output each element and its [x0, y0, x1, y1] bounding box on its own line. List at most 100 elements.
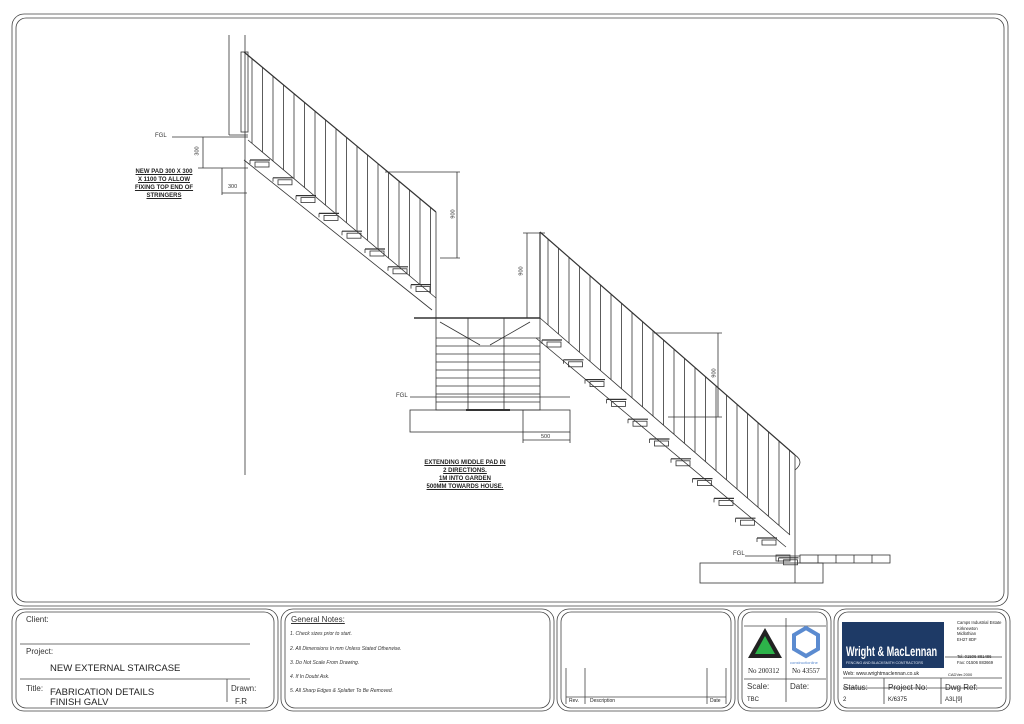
company-tagline: FENCING AND BLACKSMITH CONTRACTORS — [846, 661, 924, 665]
top-post — [240, 51, 249, 133]
dim-lower-handrail: 900 — [711, 368, 718, 378]
fgl-label-top: FGL — [155, 133, 167, 139]
upper-stringer-top — [247, 139, 437, 299]
company-logo-panel: Wright & MacLennan FENCING AND BLACKSMIT… — [842, 622, 944, 668]
lower-tread-bracket — [718, 499, 734, 506]
lower-tread-bracket — [654, 440, 669, 447]
dim-pad-width: 300 — [228, 184, 238, 190]
lower-stringer-top — [539, 317, 791, 536]
middle-pad — [409, 409, 571, 433]
fax: Fax: 01506 883669 — [957, 659, 994, 665]
landing-frame — [435, 317, 541, 411]
note-line: X 1100 TO ALLOW — [137, 177, 190, 183]
upper-tread-bracket — [300, 197, 316, 204]
accreditation-no-left: No 200312 — [748, 667, 780, 675]
general-note: 3. Do Not Scale From Drawing. — [290, 660, 360, 666]
lower-tread-bracket — [568, 361, 583, 368]
dim-landing-handrail: 900 — [518, 266, 525, 276]
project-name: NEW EXTERNAL STAIRCASE — [50, 663, 181, 674]
landing-brace — [439, 321, 481, 346]
middle-pad-note: EXTENDING MIDDLE PAD IN 2 DIRECTIONS. 1M… — [420, 459, 510, 491]
general-note: 4. If In Doubt Ask. — [290, 674, 330, 680]
sheet-frames — [11, 13, 1011, 712]
upper-stringer-bottom — [243, 159, 433, 311]
lower-tread-bracket — [632, 420, 648, 427]
drawn-by: F.R — [235, 697, 247, 706]
project-no-label: Project No: — [888, 683, 928, 692]
title-line: FINISH GALV — [50, 697, 109, 708]
handrail-end — [794, 454, 801, 471]
dim-pad-height: 300 — [194, 146, 201, 156]
note-line: STRINGERS — [146, 193, 182, 199]
general-notes-title: General Notes: — [291, 615, 345, 624]
address-line: Midlothian — [957, 631, 977, 636]
dwg-ref: A3L[9] — [945, 697, 963, 703]
drawing-title: FABRICATION DETAILS FINISH GALV — [50, 688, 154, 708]
general-note: 2. All Dimensions In mm Unless Stated Ot… — [290, 646, 402, 652]
project-no: K/6375 — [888, 697, 908, 703]
general-note: 1. Check sizes prior to start. — [290, 631, 352, 637]
upper-tread-bracket — [392, 268, 408, 275]
dim-upper-handrail: 900 — [450, 209, 457, 219]
title-label: Title: — [26, 684, 44, 693]
note-line: EXTENDING MIDDLE PAD IN — [424, 460, 506, 466]
note-line: 1M INTO GARDEN — [439, 476, 491, 482]
date-header: Date — [710, 698, 721, 704]
status-value: 2 — [843, 697, 847, 703]
lower-handrail — [539, 231, 796, 456]
rev-header: Rev. — [569, 698, 579, 704]
project-label: Project: — [26, 647, 54, 656]
safety-association-logo — [748, 628, 782, 658]
upper-handrail — [243, 51, 437, 213]
company-address: Camps Industrial Estate Kirknewton Midlo… — [957, 620, 1001, 642]
tel: Tel: 01506 881486 — [957, 654, 992, 659]
description-header: Description — [590, 698, 616, 704]
lower-stringer-bottom — [535, 337, 787, 548]
upper-tread-bracket — [277, 179, 293, 186]
lower-tread-bracket — [546, 341, 562, 348]
landing-brace — [489, 321, 531, 346]
top-pad-note: NEW PAD 300 X 300 X 1100 TO ALLOW FIXING… — [130, 168, 198, 200]
lower-tread-bracket — [675, 460, 691, 467]
upper-tread-bracket — [323, 214, 339, 221]
company-contact: Tel: 01506 881486 Fax: 01506 883669 — [957, 654, 993, 665]
note-line: FIXING TOP END OF — [134, 185, 194, 191]
address-line: EH27 8DF — [957, 636, 977, 642]
company-website[interactable]: Web: www.wrightmaclennan.co.uk — [843, 671, 920, 677]
note-line: 2 DIRECTIONS. — [443, 468, 487, 474]
paving — [799, 554, 891, 564]
drawn-label: Drawn: — [231, 684, 257, 693]
general-note: 5. All Sharp Edges & Splatter To Be Remo… — [290, 688, 394, 694]
upper-tread-bracket — [254, 161, 270, 168]
lower-tread-bracket — [761, 539, 777, 546]
lower-tread-bracket — [697, 480, 712, 487]
company-name: Wright & MacLennan — [846, 644, 938, 659]
lower-tread-bracket — [589, 381, 605, 388]
dwg-ref-label: Dwg Ref: — [945, 683, 978, 692]
upper-tread-bracket — [369, 250, 385, 257]
fgl-label-bottom: FGL — [733, 551, 745, 557]
dim-pad-extension: 500 — [541, 434, 551, 440]
note-line: NEW PAD 300 X 300 — [135, 169, 193, 175]
lower-tread-bracket — [740, 519, 755, 526]
scale-value: TBC — [747, 697, 759, 703]
fgl-label-middle: FGL — [396, 393, 408, 399]
upper-tread-bracket — [415, 286, 431, 293]
staircase-elevation — [172, 35, 891, 584]
constructionline-logo — [792, 625, 820, 659]
scale-label: Scale: — [747, 682, 770, 691]
accreditation-no-right: No 43557 — [792, 667, 820, 675]
status-label: Status: — [843, 683, 868, 692]
cad-version: CADVer.2000 — [948, 672, 973, 677]
bottom-pad — [699, 562, 824, 584]
address-line: Camps Industrial Estate — [957, 620, 1002, 625]
upper-tread-bracket — [346, 232, 362, 239]
address-line: Kirknewton — [957, 625, 978, 631]
client-label: Client: — [26, 615, 49, 624]
baseplate — [775, 554, 791, 562]
constructionline-text: constructionline — [790, 660, 818, 665]
date-label: Date: — [790, 682, 810, 691]
title-line: FABRICATION DETAILS — [50, 687, 155, 698]
lower-tread-bracket — [611, 400, 626, 407]
